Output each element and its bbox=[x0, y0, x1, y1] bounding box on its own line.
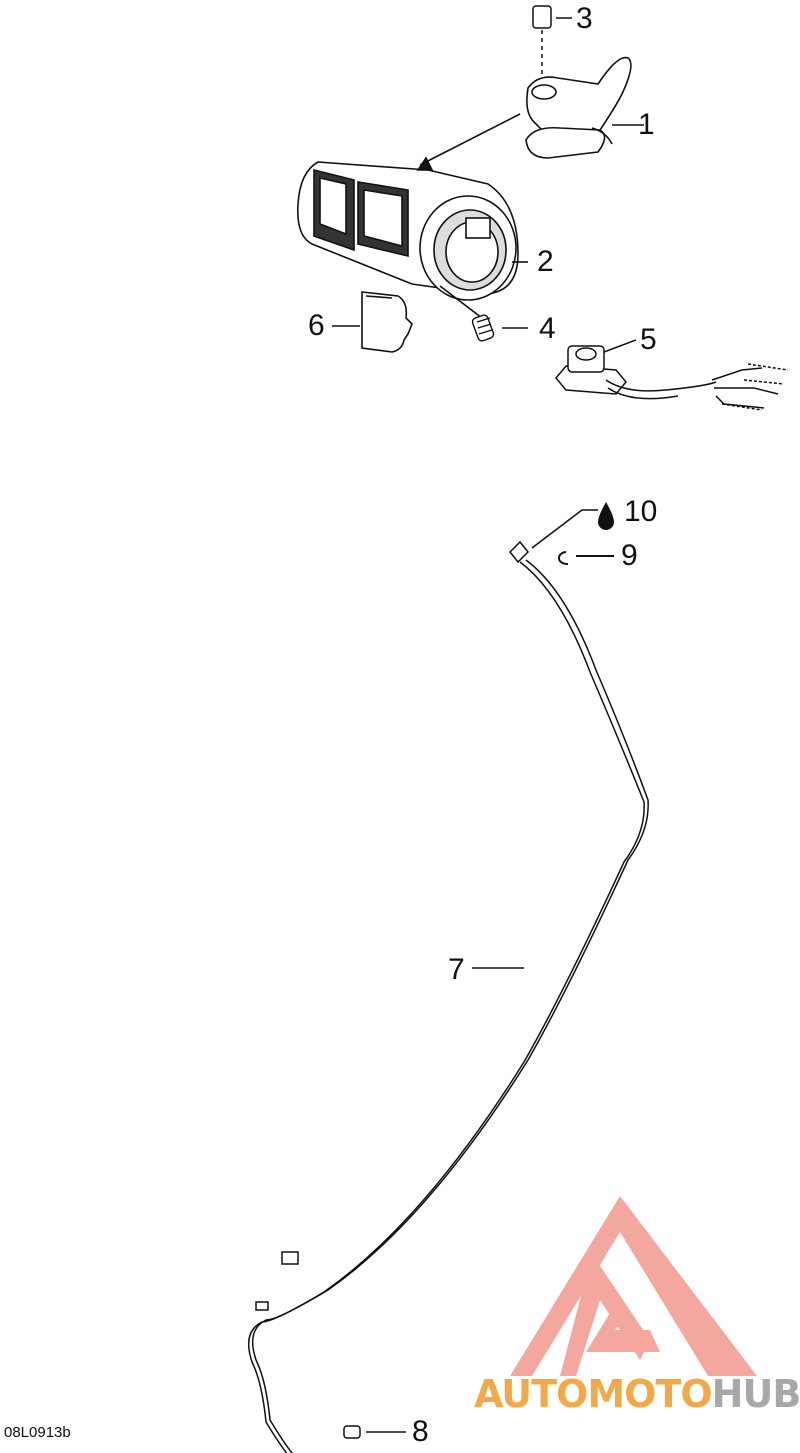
watermark-text: AUTOMOTOHUB bbox=[474, 1372, 800, 1416]
callout-10: 10 bbox=[624, 495, 658, 528]
callout-5: 5 bbox=[640, 323, 657, 356]
oil-drop-icon bbox=[598, 502, 614, 530]
part-6-cap bbox=[332, 291, 413, 353]
part-7-cable bbox=[247, 509, 649, 1453]
callout-7: 7 bbox=[448, 953, 465, 986]
part-1-lever bbox=[525, 56, 644, 159]
callout-6: 6 bbox=[308, 309, 325, 342]
part-2-housing bbox=[296, 113, 528, 319]
part-3-screw bbox=[532, 5, 572, 80]
callout-3: 3 bbox=[576, 2, 593, 35]
part-5-switch bbox=[555, 339, 789, 411]
part-9-clip bbox=[557, 551, 614, 566]
watermark-text-part2: HUB bbox=[711, 1372, 800, 1416]
callout-2: 2 bbox=[537, 245, 554, 278]
callout-8: 8 bbox=[412, 1415, 429, 1448]
callout-9: 9 bbox=[621, 539, 638, 572]
watermark-logo bbox=[510, 1196, 757, 1376]
callout-4: 4 bbox=[539, 312, 556, 345]
part-4-spring bbox=[471, 314, 528, 342]
callout-1: 1 bbox=[638, 108, 655, 141]
reference-code: 08L0913b bbox=[4, 1424, 71, 1441]
watermark-text-part1: AUTOMOTO bbox=[474, 1372, 713, 1416]
